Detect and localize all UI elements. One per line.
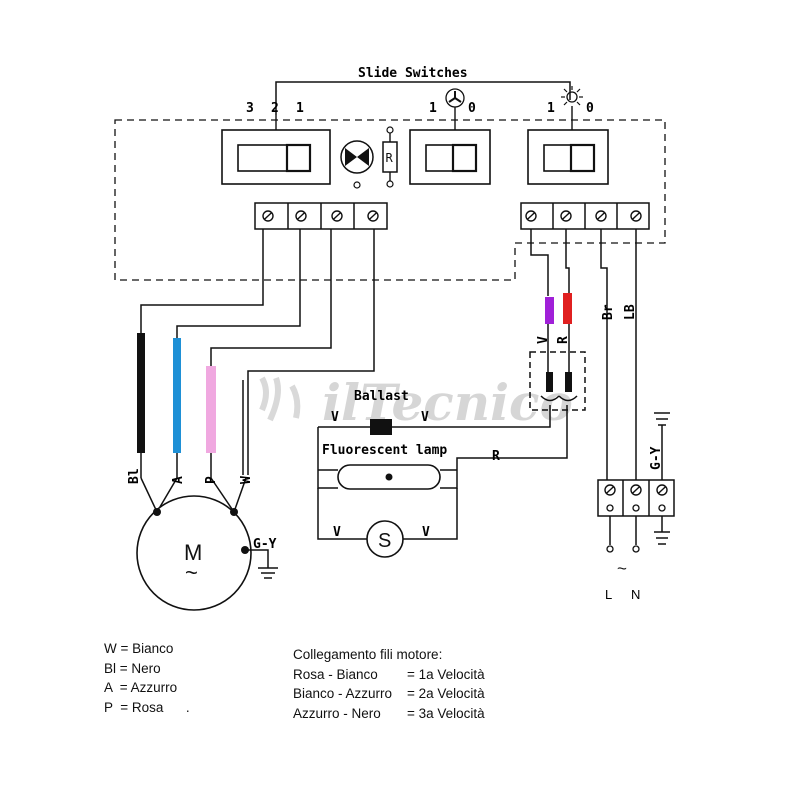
wire-label-white: W xyxy=(239,476,254,484)
light-slide-switch[interactable] xyxy=(527,129,609,185)
speed-pos-1: 1 xyxy=(296,101,304,116)
legend-row-speed: = 2a Velocità xyxy=(407,686,485,701)
wire-label-black: Bl xyxy=(127,468,142,484)
starter-label: S xyxy=(378,530,391,552)
watermark-text: ilTecnico xyxy=(322,373,573,432)
starter-right-label: V xyxy=(422,525,430,540)
red-wire-sleeve xyxy=(563,293,572,324)
legend-row: Bianco - Azzurro = 2a Velocità xyxy=(293,684,485,704)
fluorescent-lamp xyxy=(318,464,457,490)
diagram-title: Slide Switches xyxy=(358,66,468,81)
legend-row-pair: Azzurro - Nero xyxy=(293,705,381,721)
lamp-label: Fluorescent lamp xyxy=(322,443,447,458)
motor-wiring xyxy=(140,229,375,513)
legend-row-speed: = 1a Velocità xyxy=(407,666,485,682)
motor-speed-legend: Collegamento fili motore: Rosa - Bianco =… xyxy=(293,645,485,723)
fan-pos-1: 1 xyxy=(429,101,437,116)
black-wire-sleeve xyxy=(137,333,145,453)
color-legend: W = Bianco Bl = Nero A = Azzurro P = Ros… xyxy=(104,639,190,717)
supply-ac-symbol: ~ xyxy=(617,559,627,578)
resistor-label: R xyxy=(386,151,394,165)
motor-label: M xyxy=(184,540,202,565)
legend-row-speed: = 3a Velocità xyxy=(407,705,485,721)
fan-slide-switch[interactable] xyxy=(409,129,491,185)
connector-violet xyxy=(546,372,553,392)
legend-row-pair: Rosa - Bianco xyxy=(293,666,378,682)
motor: M ~ xyxy=(136,495,252,611)
wire-label-brown: Br xyxy=(601,304,616,320)
starter-left-label: V xyxy=(333,525,341,540)
supply-terminal-block xyxy=(597,479,675,517)
resistor-icon: R xyxy=(382,126,398,188)
blue-wire-sleeve xyxy=(173,338,181,453)
wire-label-violet: V xyxy=(536,336,551,344)
legend-row: Azzurro - Nero = 3a Velocità xyxy=(293,704,485,724)
legend-row: Rosa - Bianco = 1a Velocità xyxy=(293,665,485,685)
fan-icon xyxy=(445,88,465,108)
ballast-right-label: V xyxy=(421,410,429,425)
supply-ground-label: G-Y xyxy=(649,446,664,470)
legend-item: A = Azzurro xyxy=(104,680,178,695)
wire-label-light-blue: LB xyxy=(623,304,638,320)
supply-ground-bottom-icon xyxy=(654,531,670,545)
ballast-left-label: V xyxy=(331,410,339,425)
speed-pos-3: 3 xyxy=(246,101,254,116)
watermark: ilTecnico xyxy=(259,373,573,432)
fan-pos-0: 0 xyxy=(468,101,476,116)
supply-N-label: N xyxy=(631,587,640,602)
pink-wire-sleeve xyxy=(206,366,216,453)
light-pos-1: 1 xyxy=(547,101,555,116)
starter: S V V xyxy=(333,520,430,558)
legend-heading: Collegamento fili motore: xyxy=(293,647,443,662)
wire-label-red: R xyxy=(556,336,571,344)
motor-ground-icon xyxy=(258,567,278,579)
legend-item: W = Bianco xyxy=(104,641,174,656)
speed-slide-switch[interactable] xyxy=(221,129,331,185)
ballast-label: Ballast xyxy=(354,389,409,404)
supply-ground-top-icon xyxy=(654,412,670,429)
terminal-block-left xyxy=(254,202,388,230)
supply-L-label: L xyxy=(605,587,612,602)
legend-row-pair: Bianco - Azzurro xyxy=(293,686,393,701)
indicator-lamp-icon xyxy=(340,140,374,189)
legend-item: Bl = Nero xyxy=(104,660,161,676)
wire-label-pink: P xyxy=(204,476,219,484)
lamp-return-label: R xyxy=(492,449,500,464)
light-pos-0: 0 xyxy=(586,101,594,116)
switch-linkage xyxy=(275,81,571,115)
legend-item: P = Rosa . xyxy=(104,699,190,715)
wire-label-blue: A xyxy=(171,476,186,484)
violet-wire-sleeve xyxy=(545,297,554,324)
terminal-block-right xyxy=(520,202,650,230)
connector-red xyxy=(565,372,572,392)
ballast: Ballast V V xyxy=(318,389,429,435)
light-bulb-icon xyxy=(561,86,583,106)
motor-ground-label: G-Y xyxy=(253,537,277,552)
light-supply-wiring xyxy=(426,229,637,485)
control-box-outline xyxy=(114,119,666,281)
motor-ac-symbol: ~ xyxy=(185,560,198,585)
speed-pos-2: 2 xyxy=(271,101,279,116)
